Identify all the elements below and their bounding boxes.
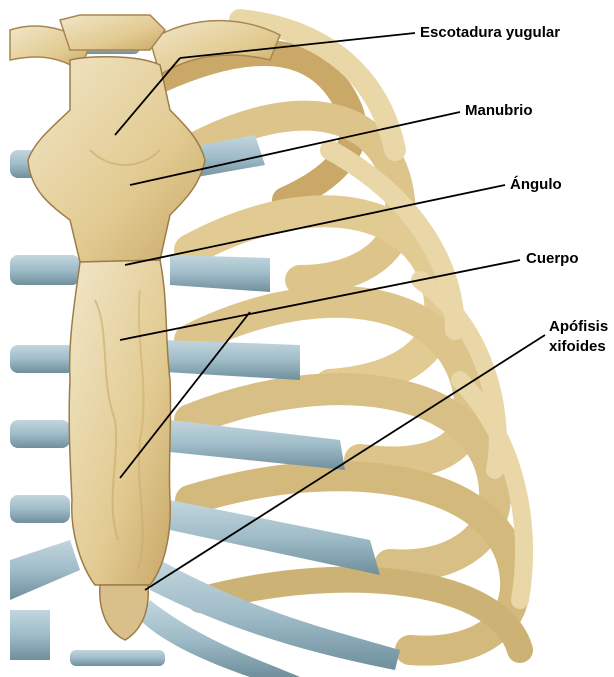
label-body: Cuerpo — [526, 250, 579, 268]
label-xiphoid-line2: xifoides — [549, 338, 606, 356]
label-xiphoid-line1: Apófisis — [549, 318, 608, 336]
label-angle: Ángulo — [510, 176, 562, 194]
sternum-body-shape — [69, 260, 170, 585]
label-manubrium: Manubrio — [465, 102, 533, 120]
label-jugular-notch: Escotadura yugular — [420, 24, 560, 42]
